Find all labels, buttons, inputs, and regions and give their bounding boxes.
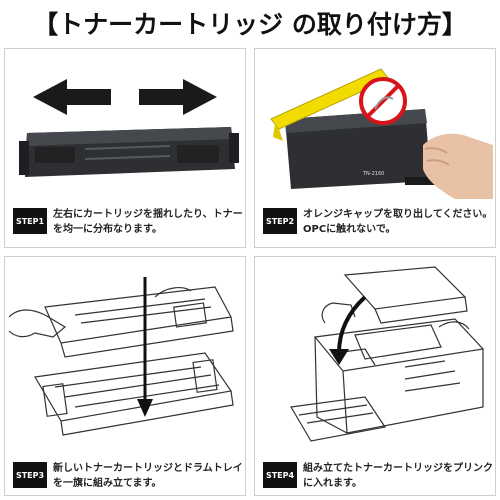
left-arrow-icon — [33, 79, 111, 115]
curved-arrow-icon — [329, 295, 367, 365]
step3-instruction: STEP3 新しいトナーカートリッジとドラムトレイを一旗に組み立てます。 — [13, 461, 243, 491]
step3-panel: STEP3 新しいトナーカートリッジとドラムトレイを一旗に組み立てます。 — [4, 256, 246, 496]
toner-cartridge — [19, 127, 239, 177]
right-arrow-icon — [139, 79, 217, 115]
cartridge-label: TN-2160 — [362, 171, 384, 177]
insert-into-printer-illustration — [290, 266, 485, 442]
step1-panel: STEP1 左右にカートリッジを揺れしたり、トナーを均一に分布なります。 — [4, 48, 246, 248]
step3-badge: STEP3 — [13, 462, 47, 488]
remove-cap-illustration: TN-2160 — [270, 68, 493, 199]
step4-instruction: STEP4 組み立てたトナーカートリッジをプリンクに入れます。 — [263, 461, 493, 491]
step3-text: 新しいトナーカートリッジとドラムトレイを一旗に組み立てます。 — [53, 463, 243, 489]
cartridge-shake-illustration — [19, 79, 239, 177]
step1-badge: STEP1 — [13, 208, 47, 234]
step2-badge: STEP2 — [263, 208, 297, 234]
assemble-drum-illustration — [8, 277, 234, 436]
step4-text: 組み立てたトナーカートリッジをプリンクに入れます。 — [303, 463, 493, 489]
page-title: 【トナーカートリッジ の取り付け方】 — [33, 10, 467, 39]
hand — [423, 133, 493, 199]
no-touch-icon — [359, 77, 407, 125]
step2-instruction: STEP2 オレンジキャップを取り出してください。OPCに触れないで。 — [263, 207, 493, 237]
step4-panel: STEP4 組み立てたトナーカートリッジをプリンクに入れます。 — [254, 256, 496, 496]
step1-text: 左右にカートリッジを揺れしたり、トナーを均一に分布なります。 — [53, 209, 243, 235]
step2-panel: TN-2160 STEP2 オレンジキャップを取り出してください。OPCに触れな… — [254, 48, 496, 248]
step2-text: オレンジキャップを取り出してください。OPCに触れないで。 — [303, 209, 493, 235]
down-arrow-icon — [137, 277, 153, 417]
step1-instruction: STEP1 左右にカートリッジを揺れしたり、トナーを均一に分布なります。 — [13, 207, 243, 237]
step4-badge: STEP4 — [263, 462, 297, 488]
